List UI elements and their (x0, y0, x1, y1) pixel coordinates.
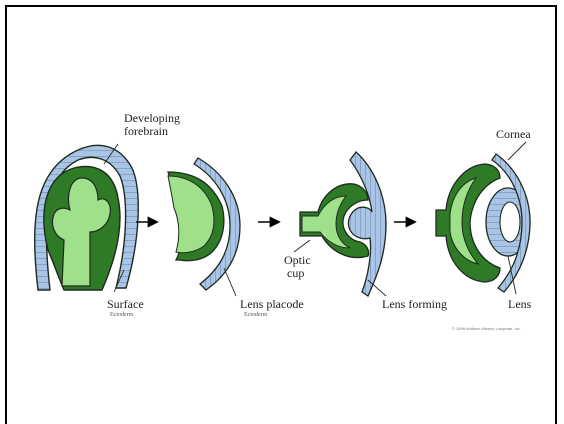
copyright-text: © 1999 Addison Wesley Longman, Inc. (452, 326, 521, 331)
leader-optic-cup (294, 240, 310, 252)
lens-placode-sub-label: Ectoderm (244, 312, 267, 318)
leader-cornea (508, 142, 526, 160)
lens-center-shape (500, 202, 520, 242)
lens-forming-label: Lens forming (382, 298, 447, 310)
lens-label: Lens (508, 298, 531, 310)
lens-forming-ectoderm-shape (348, 152, 386, 296)
lens-placode-label: Lens placode (240, 298, 304, 310)
stage-forebrain (35, 145, 139, 290)
stage-lens-formed (436, 154, 530, 292)
developing-forebrain-label-line2: forebrain (124, 125, 168, 137)
surface-sub-label: Ectoderm (110, 312, 133, 318)
cornea-label: Cornea (496, 128, 531, 140)
optic-cup-label-line2: cup (287, 267, 304, 279)
stage-lens-placode (168, 158, 240, 290)
developing-forebrain-label-line1: Developing (124, 112, 180, 124)
optic-cup-label-line1: Optic (284, 254, 311, 266)
stage-optic-cup (300, 152, 386, 296)
leader-lens-placode (224, 268, 236, 296)
surface-label: Surface (107, 298, 144, 310)
